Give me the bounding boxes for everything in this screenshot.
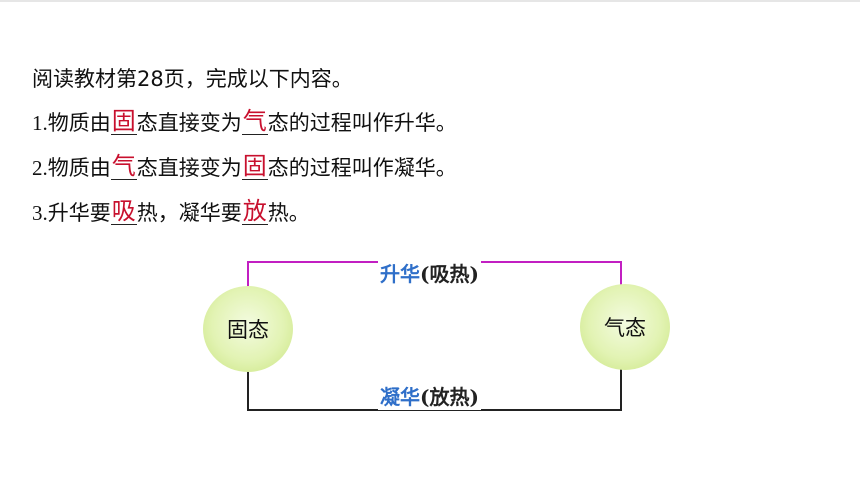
q3-text-3: 热。: [267, 201, 310, 225]
question-1: 1.物质由固态直接变为气态的过程叫作升华。: [32, 107, 457, 137]
intro-line: 阅读教材第28页，完成以下内容。: [32, 63, 353, 93]
q1-text-1: 物质由: [47, 111, 111, 135]
top-divider: [0, 0, 860, 2]
sublimation-label: 升华(吸热): [378, 258, 481, 287]
q3-answer-2: 放: [241, 197, 268, 225]
q1-text-3: 态的过程叫作升华。: [267, 111, 457, 135]
question-2: 2.物质由气态直接变为固态的过程叫作凝华。: [32, 152, 457, 182]
q2-number: 2.: [32, 156, 48, 180]
q2-text-2: 态直接变为: [136, 156, 242, 180]
deposition-name: 凝华: [380, 385, 420, 409]
deposition-heat: (放热): [420, 385, 479, 409]
q2-text-3: 态的过程叫作凝华。: [267, 156, 457, 180]
q3-answer-1: 吸: [110, 197, 137, 225]
q1-text-2: 态直接变为: [136, 111, 242, 135]
intro-text: 阅读教材第28页，完成以下内容。: [32, 67, 353, 91]
solid-state-circle: 固态: [203, 286, 293, 372]
sublimation-heat: (吸热): [420, 262, 479, 286]
q3-text-1: 升华要: [47, 201, 111, 225]
q1-number: 1.: [32, 111, 48, 135]
q2-answer-1: 气: [110, 152, 137, 180]
q1-answer-2: 气: [241, 107, 268, 135]
sublimation-name: 升华: [380, 262, 420, 286]
gas-state-label: 气态: [604, 316, 646, 340]
question-3: 3.升华要吸热，凝华要放热。: [32, 197, 310, 227]
q3-number: 3.: [32, 201, 48, 225]
deposition-arrow: [243, 355, 622, 411]
deposition-label: 凝华(放热): [378, 381, 481, 410]
q2-answer-2: 固: [241, 152, 268, 180]
q1-answer-1: 固: [110, 107, 137, 135]
q2-text-1: 物质由: [47, 156, 111, 180]
solid-state-label: 固态: [227, 318, 269, 342]
gas-state-circle: 气态: [580, 284, 670, 370]
q3-text-2: 热，凝华要: [136, 201, 242, 225]
